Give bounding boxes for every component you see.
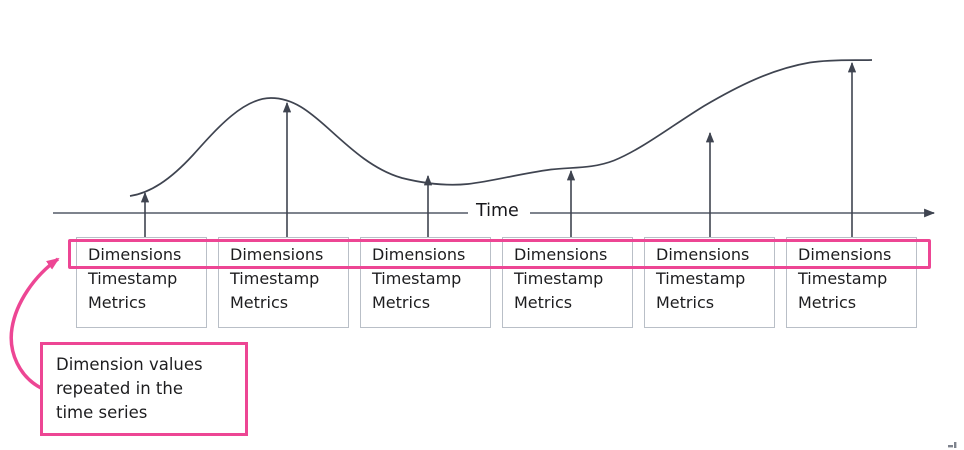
series-record-box: Dimensions Timestamp Metrics	[644, 237, 775, 328]
record-field-timestamp: Timestamp	[514, 269, 604, 288]
record-field-timestamp: Timestamp	[798, 269, 888, 288]
series-record-box: Dimensions Timestamp Metrics	[360, 237, 491, 328]
annotation-line: time series	[56, 403, 148, 422]
record-field-dimensions: Dimensions	[656, 245, 750, 264]
record-field-metrics: Metrics	[88, 293, 147, 312]
record-field-timestamp: Timestamp	[230, 269, 320, 288]
record-field-timestamp: Timestamp	[88, 269, 178, 288]
annotation-callout: Dimension values repeated in the time se…	[40, 342, 248, 436]
record-field-metrics: Metrics	[514, 293, 573, 312]
series-record-box: Dimensions Timestamp Metrics	[786, 237, 917, 328]
record-field-timestamp: Timestamp	[656, 269, 746, 288]
record-field-metrics: Metrics	[656, 293, 715, 312]
series-record-box: Dimensions Timestamp Metrics	[502, 237, 633, 328]
record-field-dimensions: Dimensions	[372, 245, 466, 264]
corner-artifact	[948, 445, 953, 448]
record-field-metrics: Metrics	[230, 293, 289, 312]
record-field-dimensions: Dimensions	[798, 245, 892, 264]
annotation-line: Dimension values	[56, 355, 203, 374]
corner-artifact	[954, 442, 957, 448]
annotation-line: repeated in the	[56, 379, 184, 398]
record-field-timestamp: Timestamp	[372, 269, 462, 288]
record-field-metrics: Metrics	[372, 293, 431, 312]
series-record-box: Dimensions Timestamp Metrics	[218, 237, 349, 328]
record-field-dimensions: Dimensions	[88, 245, 182, 264]
annotation-arrow	[9, 257, 60, 390]
time-axis-label: Time	[476, 201, 519, 221]
record-field-metrics: Metrics	[798, 293, 857, 312]
series-curve	[129, 59, 873, 197]
series-record-box: Dimensions Timestamp Metrics	[76, 237, 207, 328]
record-field-dimensions: Dimensions	[230, 245, 324, 264]
record-field-dimensions: Dimensions	[514, 245, 608, 264]
